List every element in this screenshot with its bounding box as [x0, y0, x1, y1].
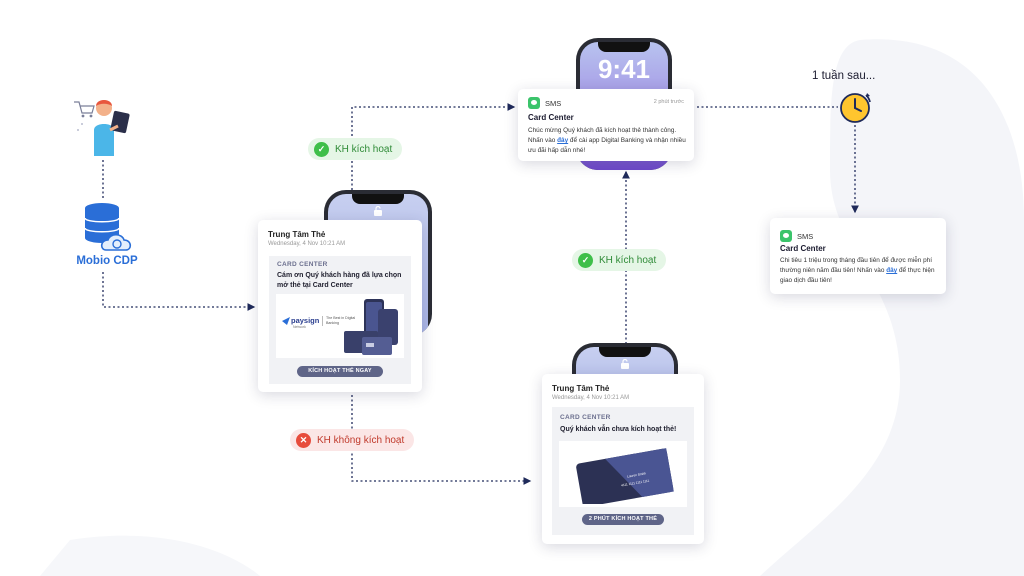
- lockscreen-clock: 9:41: [597, 54, 651, 84]
- status-label: KH kích hoạt: [599, 254, 657, 266]
- shopper-icon: [74, 100, 130, 156]
- activate-now-button[interactable]: KÍCH HOẠT THẺ NGAY: [297, 366, 383, 377]
- check-icon: ✓: [578, 252, 593, 268]
- cdp-label: Mobio CDP: [76, 255, 138, 267]
- alarm-clock-icon: [840, 93, 871, 123]
- sms-icon: [528, 97, 540, 109]
- email-body: CARD CENTER Cám ơn Quý khách hàng đã lựa…: [269, 256, 411, 384]
- email-message: Cám ơn Quý khách hàng đã lựa chọn mở thẻ…: [277, 272, 402, 289]
- connector-cdp-email: [102, 272, 256, 311]
- sms-link[interactable]: đây: [557, 137, 569, 144]
- status-not-activated: ✕ KH không kích hoạt: [290, 429, 415, 451]
- lock-icon: [374, 206, 382, 216]
- sms-app-name: SMS: [797, 231, 814, 241]
- sms-text-end: để thực hiện giao dịch đầu tiên!: [780, 267, 935, 284]
- brand-name: paysign: [291, 316, 320, 325]
- status-activated-mid: ✓ KH kích hoạt: [572, 249, 667, 271]
- email-card-reminder: Trung Tâm Thẻ Wednesday, 4 Nov 10:21 AM …: [542, 374, 704, 544]
- paysign-logo-icon: [282, 317, 290, 325]
- sms-title: Card Center: [528, 113, 574, 122]
- credit-card-illustration: [576, 448, 674, 504]
- promo-banner: paysign Network The Best in Digital Bank…: [276, 294, 404, 358]
- sms-text-end: để cài app Digital Banking và nhận nhiều…: [528, 137, 686, 154]
- status-label: KH kích hoạt: [335, 143, 393, 155]
- sms-text: Chi tiêu 1 triệu trong tháng đầu tiên để…: [780, 256, 940, 286]
- email-sender: Trung Tâm Thẻ: [552, 384, 610, 393]
- brand-sub: Network: [293, 325, 306, 329]
- status-activated-top: ✓ KH kích hoạt: [308, 138, 403, 160]
- sms-app-name: SMS: [545, 98, 562, 108]
- database-cloud-icon: [84, 203, 132, 251]
- email-date: Wednesday, 4 Nov 10:21 AM: [552, 395, 630, 401]
- section-title: CARD CENTER: [560, 414, 611, 421]
- sms-text: Chúc mừng Quý khách đã kích hoạt thẻ thà…: [528, 126, 688, 156]
- email-body: CARD CENTER Quý khách vẫn chưa kích hoạt…: [552, 407, 694, 535]
- connector-email-noactivate: [351, 395, 532, 485]
- phone-card-illustration: [344, 299, 398, 355]
- sms-card-promo: SMS Card Center Chi tiêu 1 triệu trong t…: [770, 218, 946, 294]
- email-card-welcome: Trung Tâm Thẻ Wednesday, 4 Nov 10:21 AM …: [258, 220, 422, 392]
- check-icon: ✓: [314, 141, 329, 157]
- lock-icon: [621, 359, 629, 369]
- connector-email-sms: [351, 103, 516, 190]
- activate-2min-button[interactable]: 2 PHÚT KÍCH HOẠT THẺ: [582, 514, 664, 525]
- section-title: CARD CENTER: [277, 261, 328, 268]
- sms-icon: [780, 230, 792, 242]
- card-banner: stripe Lauren Smith 4111 1111 1111 1111: [559, 441, 687, 507]
- brand-tagline: The Best in Digital Banking: [322, 316, 356, 326]
- email-sender: Trung Tâm Thẻ: [268, 230, 326, 239]
- timer-label: 1 tuần sau...: [812, 70, 876, 82]
- close-icon: ✕: [296, 432, 311, 448]
- email-date: Wednesday, 4 Nov 10:21 AM: [268, 241, 346, 247]
- status-label: KH không kích hoạt: [317, 434, 405, 446]
- sms-text-start: Chúc mừng Quý khách đã kích hoạt thẻ thà…: [528, 127, 677, 144]
- sms-title: Card Center: [780, 244, 826, 253]
- sms-time: 2 phút trước: [653, 99, 684, 105]
- email-message: Quý khách vẫn chưa kích hoạt thẻ!: [560, 426, 677, 433]
- sms-link[interactable]: đây: [886, 267, 898, 274]
- sms-text-start: Chi tiêu 1 triệu trong tháng đầu tiên để…: [780, 257, 932, 274]
- sms-card-activated: SMS 2 phút trước Card Center Chúc mừng Q…: [518, 89, 694, 161]
